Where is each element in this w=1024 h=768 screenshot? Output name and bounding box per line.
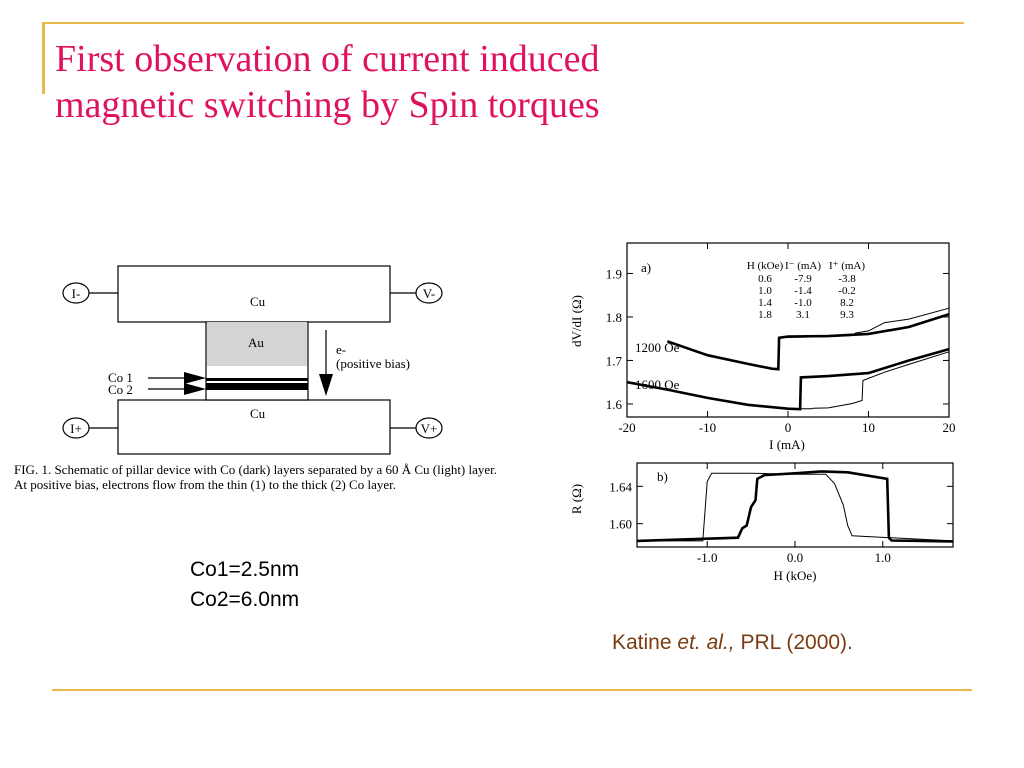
terminal-v-plus: V+ — [421, 421, 438, 436]
pillar-device-schematic: Cu Cu Au Co 1 Co 2 e- (positive bias) I-… — [62, 265, 443, 455]
chart-a-xtick-label: 10 — [862, 420, 875, 435]
chart-a-table-cell: 1.0 — [758, 285, 772, 297]
chart-a-table-cell: -1.0 — [794, 297, 812, 309]
terminal-v-plus-circle — [415, 417, 443, 439]
chart-a-legend-table: H (kOe)I⁻ (mA)I⁺ (mA)0.6-7.9-3.81.0-1.4-… — [747, 260, 866, 321]
chart-b-frame — [636, 462, 954, 548]
co1-arrowhead — [184, 372, 206, 384]
chart-b-series-1 — [637, 472, 954, 542]
co1-label: Co 1 — [108, 370, 133, 385]
terminal-i-minus-circle — [62, 282, 90, 304]
title-rule-top — [42, 22, 964, 24]
co2-layer — [206, 383, 308, 390]
terminal-i-plus: I+ — [70, 421, 82, 436]
chart-a-ylabel: dV/dI (Ω) — [569, 295, 584, 347]
chart-a-table-cell: 9.3 — [840, 309, 854, 321]
chart-a-xtick-label: -20 — [618, 420, 635, 435]
chart-a-series-2 — [626, 347, 950, 411]
co2-label: Co 2 — [108, 382, 133, 397]
chart-a-xtick-label: -10 — [699, 420, 716, 435]
chart-a-table-header: H (kOe) — [747, 260, 784, 272]
slide-title-line-1: First observation of current induced — [55, 38, 600, 80]
cu-top-label: Cu — [250, 294, 266, 309]
chart-a-ytick-label: 1.9 — [606, 266, 622, 281]
chart-a-ytick-label: 1.8 — [606, 310, 622, 325]
terminal-v-minus: V- — [423, 286, 436, 301]
electron-flow-arrowhead — [319, 374, 333, 396]
co2-thickness: Co2=6.0nm — [190, 588, 300, 611]
co1-thickness: Co1=2.5nm — [190, 558, 300, 581]
chart-a-table-cell: 0.6 — [758, 273, 772, 285]
cu-bottom-block — [117, 399, 391, 455]
chart-a-table-header: I⁻ (mA) — [785, 260, 821, 272]
chart-a-table-cell: -7.9 — [794, 273, 812, 285]
chart-a-table-cell: 1.8 — [758, 309, 772, 321]
chart-a-table-cell: -1.4 — [794, 285, 812, 297]
ref-etal: et. al., — [677, 631, 735, 654]
chart-a-table-cell: 1.4 — [758, 297, 772, 309]
ref-author: Katine — [612, 631, 672, 654]
electron-label: e- — [336, 342, 346, 357]
chart-b-ytick-label: 1.64 — [609, 479, 632, 494]
chart-a-xtick-label: 20 — [943, 420, 956, 435]
chart-a-table-header: I⁺ (mA) — [829, 260, 865, 272]
chart-b-ytick-label: 1.60 — [609, 517, 632, 532]
au-label: Au — [248, 335, 264, 350]
chart-a-ytick-label: 1.7 — [606, 353, 623, 368]
terminal-v-minus-circle — [415, 282, 443, 304]
chart-a-table-cell: 8.2 — [840, 297, 854, 309]
chart-a-series-label: 1600 Oe — [635, 377, 680, 392]
terminal-i-minus: I- — [72, 286, 81, 301]
chart-a-table-cell: 3.1 — [796, 309, 810, 321]
positive-bias-label: (positive bias) — [336, 356, 410, 371]
chart-a-panel-label: a) — [641, 260, 651, 275]
terminal-i-plus-circle — [62, 417, 90, 439]
reference-citation: Katine et. al., PRL (2000). — [612, 631, 853, 655]
cu-top-block — [117, 265, 391, 323]
chart-b-xtick-label: -1.0 — [697, 550, 718, 565]
chart-b-xtick-label: 1.0 — [875, 550, 891, 565]
chart-dvdi-vs-current: dV/dI (Ω) I (mA) a) -20 -10 0 10 20 1.6 1.7 1.8… — [569, 242, 956, 452]
chart-b-xlabel: H (kOe) — [774, 568, 817, 583]
chart-a-xtick-label: 0 — [785, 420, 792, 435]
title-rule-left — [42, 22, 45, 94]
chart-b-ylabel: R (Ω) — [569, 484, 584, 514]
ref-journal: PRL (2000). — [740, 631, 853, 654]
co1-layer — [206, 378, 308, 381]
chart-a-table-cell: -0.2 — [838, 285, 855, 297]
chart-b-panel-label: b) — [657, 469, 668, 484]
slide-title-line-2: magnetic switching by Spin torques — [55, 84, 600, 126]
slide-title: First observation of current induced mag… — [55, 36, 600, 128]
chart-a-table-cell: -3.8 — [838, 273, 856, 285]
cu-bottom-label: Cu — [250, 406, 266, 421]
chart-a-xlabel: I (mA) — [769, 437, 805, 452]
co2-arrowhead — [184, 383, 206, 395]
chart-a-series-1 — [779, 307, 950, 339]
chart-b-xtick-label: 0.0 — [787, 550, 803, 565]
chart-resistance-vs-field: R (Ω) H (kOe) b) -1.0 0.0 1.0 1.60 1.64 — [569, 462, 954, 583]
chart-a-series-0 — [666, 313, 950, 371]
au-layer — [207, 322, 307, 366]
chart-b-series-0 — [636, 470, 954, 543]
chart-a-ytick-label: 1.6 — [606, 397, 623, 412]
footer-rule — [52, 689, 972, 691]
chart-a-series-label: 1200 Oe — [635, 340, 680, 355]
chart-a-series-3 — [747, 351, 950, 410]
figure-caption: FIG. 1. Schematic of pillar device with … — [14, 462, 498, 492]
layer-thickness-params: Co1=2.5nm Co2=6.0nm — [190, 555, 299, 615]
